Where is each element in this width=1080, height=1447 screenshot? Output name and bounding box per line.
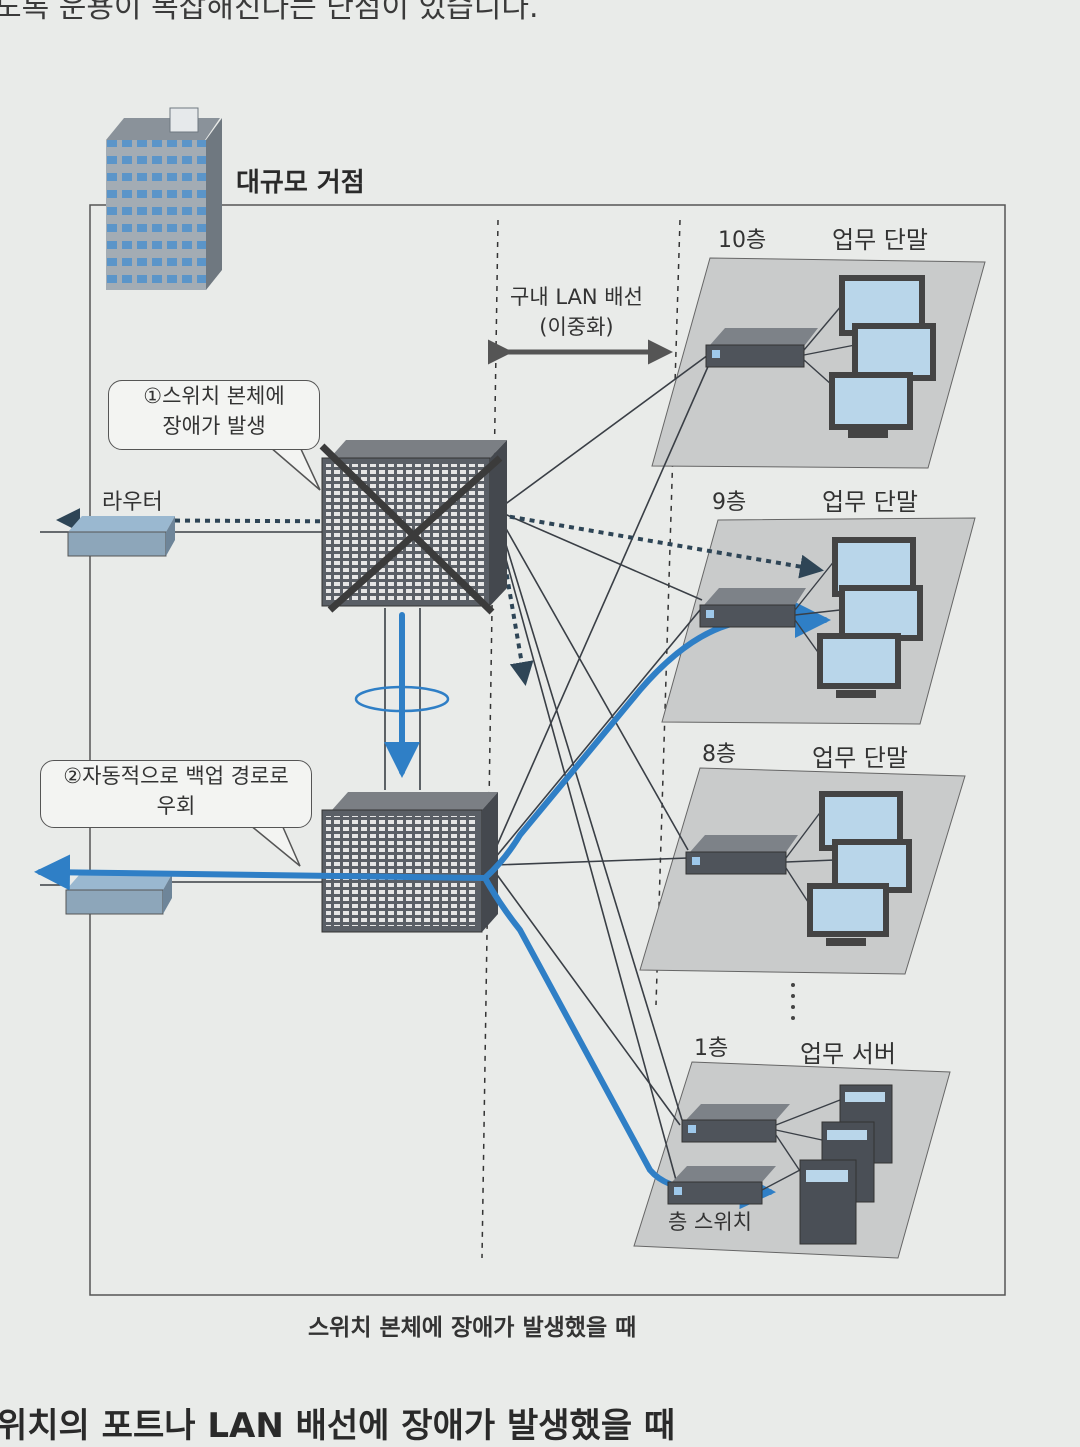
site-boundary bbox=[89, 204, 1006, 1296]
core-switch-backup bbox=[321, 792, 498, 933]
server-icons bbox=[799, 1084, 893, 1245]
core-switch-failed bbox=[321, 440, 507, 607]
uplink-lines bbox=[40, 354, 711, 1181]
callout-bypass-line2: 우회 bbox=[156, 794, 196, 818]
server-label-1: 업무 서버 bbox=[800, 1040, 896, 1068]
callout-failure-tail bbox=[267, 446, 321, 491]
boundary-dashed-line-left bbox=[481, 219, 499, 1259]
building-icon bbox=[106, 107, 222, 290]
monitor-icons-9 bbox=[817, 537, 923, 698]
monitor-icons-10 bbox=[829, 275, 936, 438]
floor-switch-8 bbox=[685, 835, 798, 875]
callout-bypass-line1: ②자동적으로 백업 경로로 bbox=[63, 764, 289, 788]
callout-failure: ①스위치 본체에 장애가 발생 bbox=[108, 380, 320, 450]
router-bottom bbox=[65, 874, 172, 915]
ellipsis-dots bbox=[791, 983, 795, 1020]
floor-switch-10 bbox=[705, 328, 818, 368]
floor-switch-9 bbox=[699, 588, 806, 628]
router-top bbox=[67, 516, 175, 557]
failure-x-icon bbox=[319, 443, 503, 615]
lan-label-line2: (이중화) bbox=[539, 315, 614, 339]
callout-bypass: ②자동적으로 백업 경로로 우회 bbox=[40, 760, 312, 828]
terminal-links bbox=[761, 304, 856, 1191]
floor-switch-label: 층 스위치 bbox=[668, 1210, 752, 1234]
terminal-label-10: 업무 단말 bbox=[832, 226, 928, 254]
callout-bypass-tail bbox=[247, 824, 301, 867]
figure-caption: 스위치 본체에 장애가 발생했을 때 bbox=[308, 1315, 637, 1341]
terminal-label-9: 업무 단말 bbox=[822, 488, 918, 516]
floor-switch-1b bbox=[667, 1166, 776, 1205]
lan-label-line1: 구내 LAN 배선 bbox=[510, 285, 643, 309]
monitor-icons-8 bbox=[807, 791, 912, 946]
floor-label-9: 9층 bbox=[712, 490, 747, 515]
lan-label: 구내 LAN 배선 (이중화) bbox=[510, 282, 643, 342]
floor-label-8: 8층 bbox=[702, 742, 737, 767]
floor-switch-1a bbox=[681, 1104, 790, 1143]
bottom-heading: 위치의 포트나 LAN 배선에 장애가 발생했을 때 bbox=[0, 1406, 676, 1446]
callout-failure-line1: ①스위치 본체에 bbox=[143, 384, 285, 408]
callout-failure-line2: 장애가 발생 bbox=[162, 414, 266, 438]
site-label: 대규모 거점 bbox=[236, 168, 365, 198]
terminal-label-8: 업무 단말 bbox=[812, 744, 908, 772]
floor-label-10: 10층 bbox=[718, 228, 767, 253]
page-top-text: 도록 운용이 복잡해진다는 단점이 있습니다. bbox=[0, 0, 539, 25]
router-label: 라우터 bbox=[102, 490, 163, 515]
floor-label-1: 1층 bbox=[694, 1036, 729, 1061]
